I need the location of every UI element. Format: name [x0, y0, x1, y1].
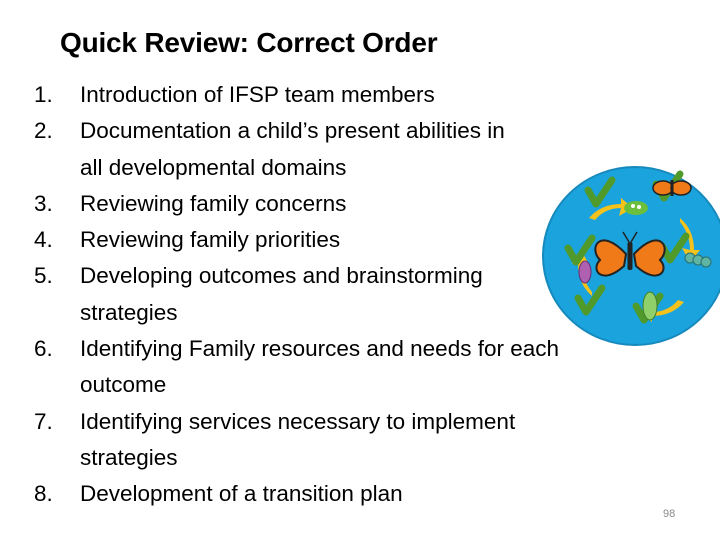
list-item: 4. Reviewing family priorities: [34, 222, 644, 258]
item-number: 1.: [34, 82, 53, 107]
item-number: 2.: [34, 118, 53, 144]
item-number: 4.: [34, 227, 53, 253]
list-item: 7. Identifying services necessary to imp…: [34, 404, 644, 477]
item-text: Developing outcomes and brainstorming st…: [80, 263, 483, 325]
item-text: Identifying services necessary to implem…: [80, 408, 516, 470]
list-item: 1. Introduction of IFSP team members: [34, 77, 644, 113]
page-number: 98: [663, 508, 676, 520]
item-number: 8.: [34, 481, 53, 507]
slide-title: Quick Review: Correct Order: [60, 27, 438, 58]
item-text: Reviewing family priorities: [80, 227, 341, 253]
item-text: Documentation a child’s present abilitie…: [80, 118, 505, 180]
list-item: 8. Development of a transition plan: [34, 476, 644, 512]
butterfly-life-cycle-icon: [540, 160, 720, 350]
item-number: 6.: [34, 336, 53, 362]
item-text: Identifying Family resources and needs f…: [80, 336, 560, 398]
list-item: 6. Identifying Family resources and need…: [34, 331, 644, 404]
steps-list: 1. Introduction of IFSP team members 2. …: [34, 77, 644, 513]
item-number: 5.: [34, 263, 53, 289]
item-number: 7.: [34, 408, 53, 434]
list-item: 5. Developing outcomes and brainstorming…: [34, 258, 644, 331]
item-text: Reviewing family concerns: [80, 190, 347, 216]
item-number: 3.: [34, 190, 53, 216]
item-text: Introduction of IFSP team members: [80, 82, 435, 107]
list-item: 3. Reviewing family concerns: [34, 186, 644, 222]
list-item: 2. Documentation a child’s present abili…: [34, 113, 644, 186]
item-text: Development of a transition plan: [80, 481, 403, 507]
